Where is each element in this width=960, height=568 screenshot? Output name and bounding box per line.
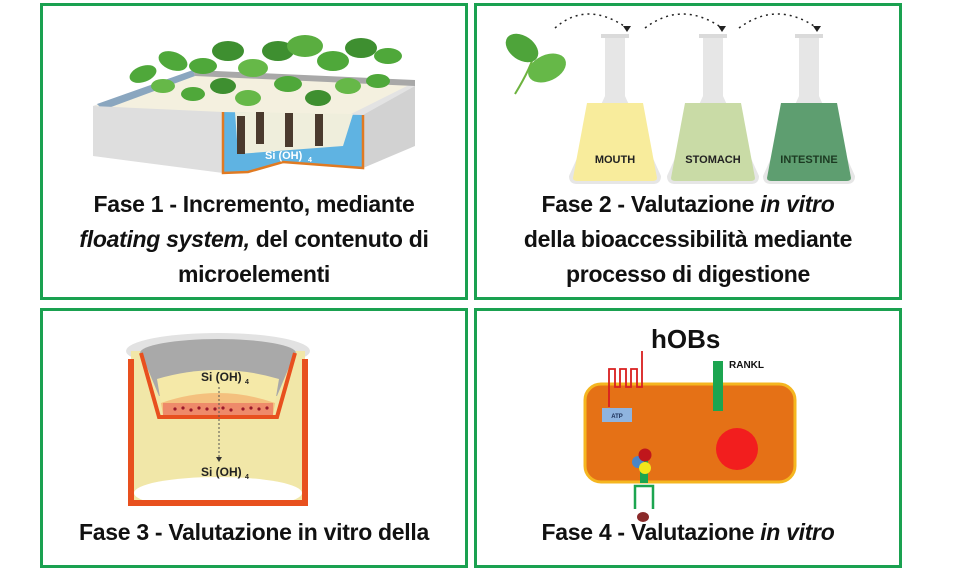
svg-text:Si (OH): Si (OH) bbox=[201, 370, 242, 384]
svg-text:INTESTINE: INTESTINE bbox=[780, 154, 837, 166]
channel-protein bbox=[608, 351, 643, 407]
osteoblast-illustration: ATP hOBs RANKL bbox=[583, 324, 797, 522]
svg-text:MOUTH: MOUTH bbox=[595, 154, 635, 166]
panel-fase-3: Si (OH) 4 Si (OH) 4 Fase 3 - Valutazione… bbox=[40, 308, 468, 568]
arrowheads bbox=[623, 26, 821, 32]
integrin bbox=[633, 484, 655, 509]
rankl-receptor bbox=[713, 361, 723, 411]
flask-intestine: INTESTINE bbox=[763, 34, 855, 184]
atp-box bbox=[602, 408, 632, 422]
svg-text:Si (OH): Si (OH) bbox=[201, 465, 242, 479]
flask-stomach: STOMACH bbox=[667, 34, 759, 184]
svg-text:4: 4 bbox=[245, 379, 249, 386]
nucleus bbox=[716, 428, 758, 470]
caption-fase-2: Fase 2 - Valutazione in vitro della bioa… bbox=[523, 191, 853, 287]
svg-text:4: 4 bbox=[308, 157, 312, 164]
panel-fase-2: MOUTH STOMACH INTESTINE Fase 2 - Valutaz… bbox=[474, 3, 902, 300]
cell-body bbox=[583, 382, 797, 484]
caption-fase-4: Fase 4 - Valutazione in vitro bbox=[541, 519, 835, 545]
caption-fase-3: Fase 3 - Valutazione in vitro della bbox=[79, 519, 429, 545]
cells bbox=[173, 406, 269, 412]
svg-text:STOMACH: STOMACH bbox=[685, 154, 740, 166]
sprout-icon bbox=[505, 33, 566, 95]
panel-fase-4: ATP hOBs RANKL Fase 4 - Valutazione in v… bbox=[474, 308, 902, 568]
si-oh4-label: Si (OH) bbox=[265, 150, 303, 162]
flask-mouth: MOUTH bbox=[569, 34, 661, 184]
transwell-illustration: Si (OH) 4 Si (OH) 4 bbox=[126, 333, 310, 509]
floating-system-illustration: Si (OH) 4 bbox=[93, 35, 415, 175]
caption-fase-1: Fase 1 - Incremento, mediante floating s… bbox=[79, 191, 429, 287]
svg-text:4: 4 bbox=[245, 474, 249, 481]
svg-text:ATP: ATP bbox=[611, 414, 623, 420]
panel-fase-1: Si (OH) 4 Fase 1 - Incremento, mediante … bbox=[40, 3, 468, 300]
hobs-label: hOBs bbox=[651, 324, 720, 354]
svg-text:RANKL: RANKL bbox=[729, 360, 764, 371]
digestion-illustration: MOUTH STOMACH INTESTINE bbox=[505, 13, 855, 184]
